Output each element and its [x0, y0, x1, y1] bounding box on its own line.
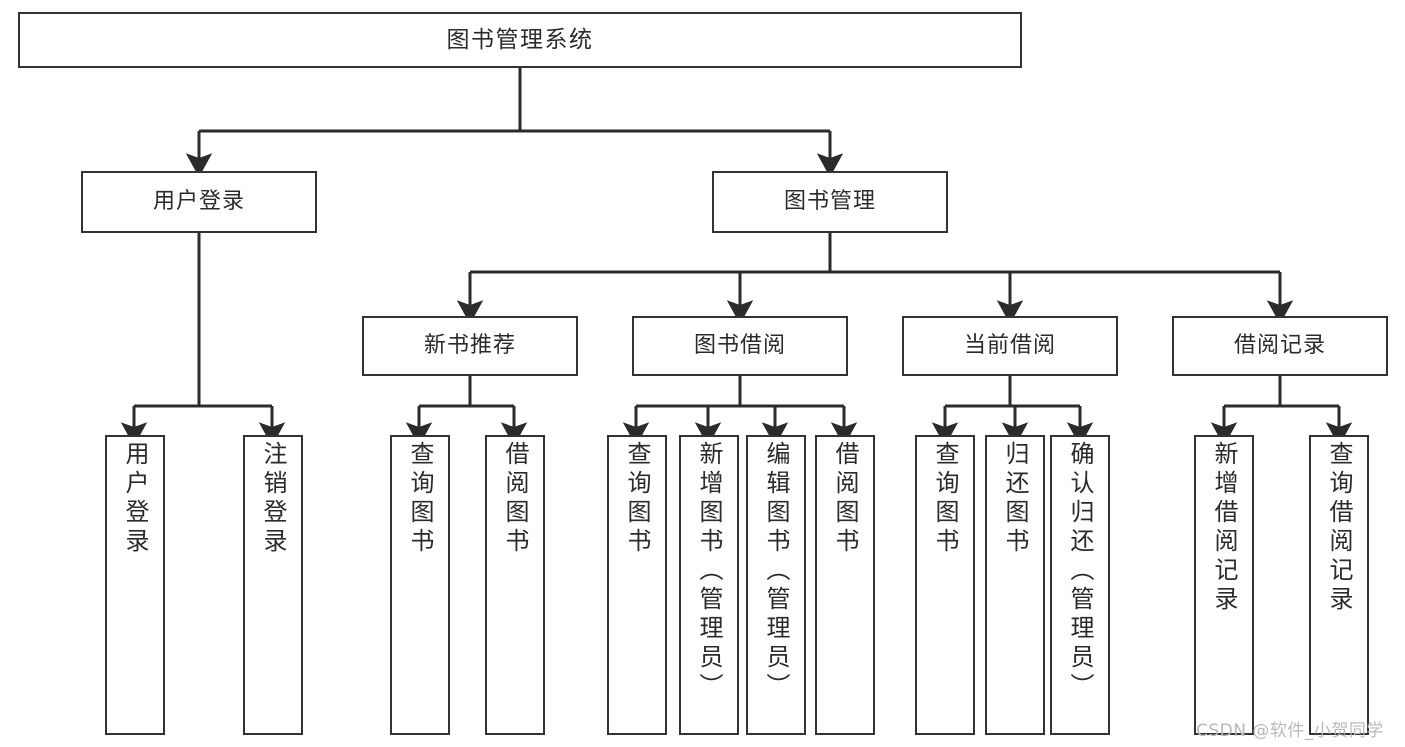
leaf-recommend-query-book[interactable]: 查询图书 — [390, 435, 450, 735]
leaf-user-login-logout[interactable]: 注销登录 — [243, 435, 303, 735]
node-label: 用户登录 — [121, 441, 149, 557]
node-label: 查询图书 — [931, 441, 959, 557]
node-label: 借阅图书 — [831, 441, 859, 557]
node-label: 图书借阅 — [693, 333, 786, 359]
csdn-watermark: CSDN @软件_小贺同学 — [1196, 721, 1384, 741]
leaf-current-query-book[interactable]: 查询图书 — [915, 435, 975, 735]
leaf-borrow-add-book-admin[interactable]: 新增图书（管理员） — [679, 435, 739, 735]
node-label: 查询借阅记录 — [1325, 441, 1353, 615]
node-label: 注销登录 — [259, 441, 287, 557]
node-book-management[interactable]: 图书管理 — [712, 171, 948, 233]
node-book-borrow[interactable]: 图书借阅 — [632, 316, 848, 376]
node-label: 图书管理 — [783, 189, 876, 215]
leaf-borrow-edit-book-admin[interactable]: 编辑图书（管理员） — [746, 435, 806, 735]
leaf-borrow-borrow-book[interactable]: 借阅图书 — [815, 435, 875, 735]
leaf-borrow-query-book[interactable]: 查询图书 — [607, 435, 667, 735]
leaf-user-login-login[interactable]: 用户登录 — [105, 435, 165, 735]
node-label: 用户登录 — [152, 189, 245, 215]
node-borrow-record[interactable]: 借阅记录 — [1172, 316, 1388, 376]
leaf-current-return-book[interactable]: 归还图书 — [985, 435, 1045, 735]
node-label: 编辑图书（管理员） — [762, 441, 790, 702]
node-label: 新增借阅记录 — [1210, 441, 1238, 615]
node-root-system[interactable]: 图书管理系统 — [18, 12, 1022, 68]
leaf-record-query-record[interactable]: 查询借阅记录 — [1309, 435, 1369, 735]
node-label: 确认归还（管理员） — [1066, 441, 1094, 702]
node-label: 图书管理系统 — [446, 26, 594, 53]
node-label: 查询图书 — [623, 441, 651, 557]
node-label: 新书推荐 — [423, 333, 516, 359]
node-current-borrow[interactable]: 当前借阅 — [902, 316, 1118, 376]
node-label: 当前借阅 — [963, 333, 1056, 359]
leaf-recommend-borrow-book[interactable]: 借阅图书 — [485, 435, 545, 735]
node-new-book-recommend[interactable]: 新书推荐 — [362, 316, 578, 376]
leaf-record-add-record[interactable]: 新增借阅记录 — [1194, 435, 1254, 735]
node-label: 借阅图书 — [501, 441, 529, 557]
node-label: 归还图书 — [1001, 441, 1029, 557]
node-label: 查询图书 — [406, 441, 434, 557]
node-user-login[interactable]: 用户登录 — [81, 171, 317, 233]
node-label: 借阅记录 — [1233, 333, 1326, 359]
node-label: 新增图书（管理员） — [695, 441, 723, 702]
leaf-current-confirm-return-admin[interactable]: 确认归还（管理员） — [1050, 435, 1110, 735]
